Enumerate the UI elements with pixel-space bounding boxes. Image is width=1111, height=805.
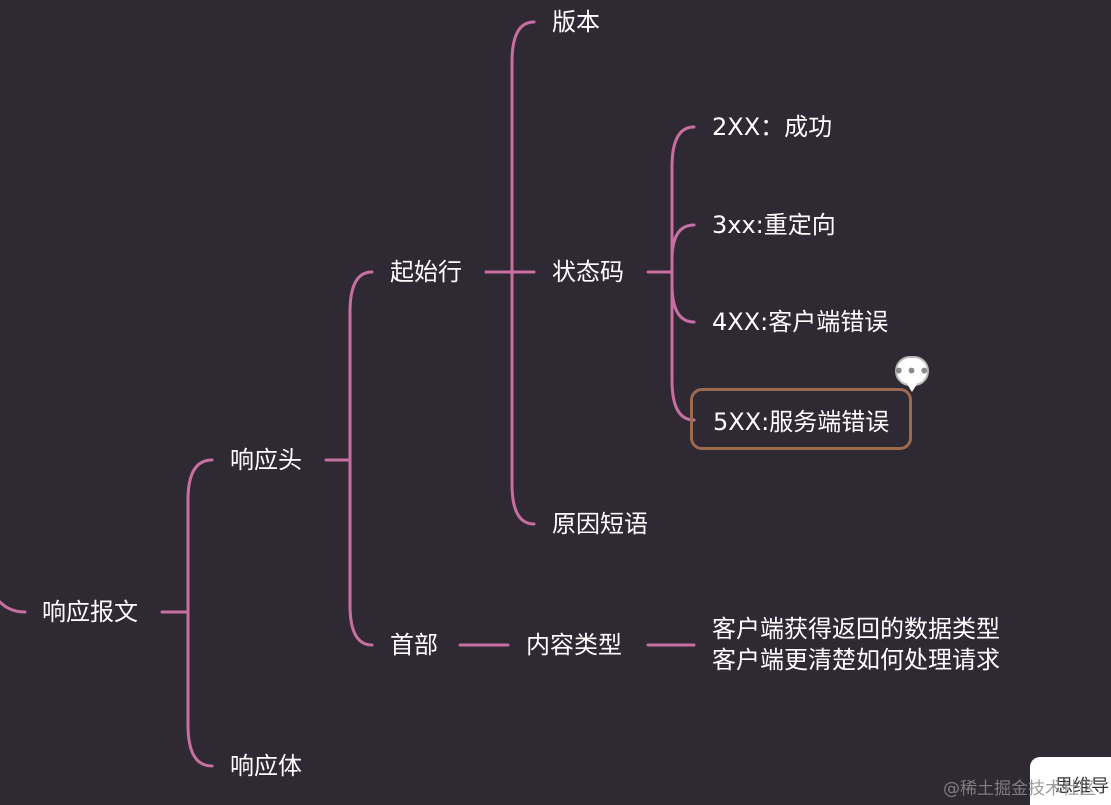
node-start-line[interactable]: 起始行 xyxy=(390,258,462,286)
node-response-body[interactable]: 响应体 xyxy=(230,752,302,780)
node-status-3xx[interactable]: 3xx:重定向 xyxy=(712,211,836,239)
content-type-desc-line-1: 客户端获得返回的数据类型 xyxy=(712,615,1000,643)
connector-root-stub xyxy=(0,600,27,614)
watermark: @稀土掘金技术社区 xyxy=(943,779,1096,799)
node-content-type-description[interactable]: 客户端获得返回的数据类型 客户端更清楚如何处理请求 xyxy=(712,614,1000,676)
node-reason-phrase[interactable]: 原因短语 xyxy=(552,510,648,538)
node-status-5xx[interactable]: 5XX:服务端错误 xyxy=(690,388,913,450)
node-status-code[interactable]: 状态码 xyxy=(552,258,624,286)
node-response-message[interactable]: 响应报文 xyxy=(42,598,138,626)
node-status-4xx[interactable]: 4XX:客户端错误 xyxy=(712,308,889,336)
comment-icon[interactable]: ••• xyxy=(892,356,932,392)
node-status-2xx[interactable]: 2XX：成功 xyxy=(712,113,833,141)
footer-panel xyxy=(1030,757,1111,805)
connector-status-3xx xyxy=(670,223,696,262)
node-content-type[interactable]: 内容类型 xyxy=(526,631,622,659)
content-type-desc-line-2: 客户端更清楚如何处理请求 xyxy=(712,646,1000,674)
connector-status-bracket xyxy=(670,125,696,422)
connector-root-bracket xyxy=(186,458,214,768)
mindmap-mode-label[interactable]: 思维导 xyxy=(1055,776,1109,797)
connector-header-bracket xyxy=(348,270,374,647)
node-headers[interactable]: 首部 xyxy=(390,631,438,659)
comment-dots: ••• xyxy=(892,359,932,383)
connector-status-4xx xyxy=(670,282,696,324)
node-response-header[interactable]: 响应头 xyxy=(230,446,302,474)
node-version[interactable]: 版本 xyxy=(552,8,600,36)
